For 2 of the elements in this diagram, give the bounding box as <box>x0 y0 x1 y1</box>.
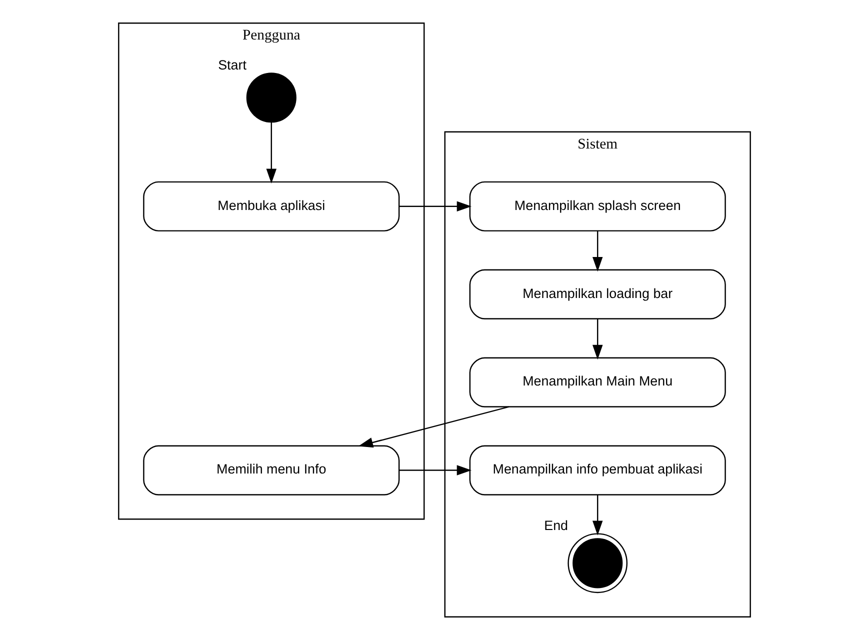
node-label: Start <box>218 57 246 72</box>
node-label: End <box>544 518 568 533</box>
